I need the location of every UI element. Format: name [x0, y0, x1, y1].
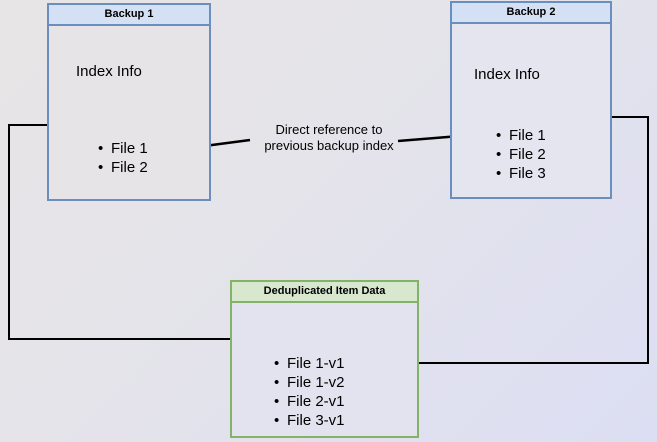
list-item: File 3 [496, 164, 546, 183]
list-item: File 1 [496, 126, 546, 145]
backup-1-index-info-label: Index Info [76, 63, 142, 80]
backup-2-index-info-label: Index Info [474, 66, 540, 83]
node-backup-2-body: Index Info File 1 File 2 File 3 [452, 24, 610, 197]
connector-label-line-1: Direct reference to [275, 122, 383, 137]
backup-2-file-list: File 1 File 2 File 3 [495, 126, 546, 183]
list-item: File 2 [98, 158, 148, 177]
dedup-file-list: File 1-v1 File 1-v2 File 2-v1 File 3-v1 [273, 354, 344, 430]
node-deduplicated-item-data[interactable]: Deduplicated Item Data File 1-v1 File 1-… [230, 280, 419, 438]
list-item: File 3-v1 [274, 411, 344, 430]
node-backup-1-header: Backup 1 [49, 5, 209, 26]
list-item: File 1-v2 [274, 373, 344, 392]
node-backup-2[interactable]: Backup 2 Index Info File 1 File 2 File 3 [450, 1, 612, 199]
node-deduplicated-item-data-header: Deduplicated Item Data [232, 282, 417, 303]
connector-label-line-2: previous backup index [264, 138, 394, 153]
node-backup-1[interactable]: Backup 1 Index Info File 1 File 2 [47, 3, 211, 201]
connector-label-direct-reference: Direct reference to previous backup inde… [251, 122, 407, 154]
list-item: File 2-v1 [274, 392, 344, 411]
backup-1-file-list: File 1 File 2 [97, 139, 148, 177]
node-deduplicated-item-data-body: File 1-v1 File 1-v2 File 2-v1 File 3-v1 [232, 303, 417, 436]
node-backup-1-body: Index Info File 1 File 2 [49, 26, 209, 199]
list-item: File 1-v1 [274, 354, 344, 373]
list-item: File 1 [98, 139, 148, 158]
node-backup-2-header: Backup 2 [452, 3, 610, 24]
list-item: File 2 [496, 145, 546, 164]
